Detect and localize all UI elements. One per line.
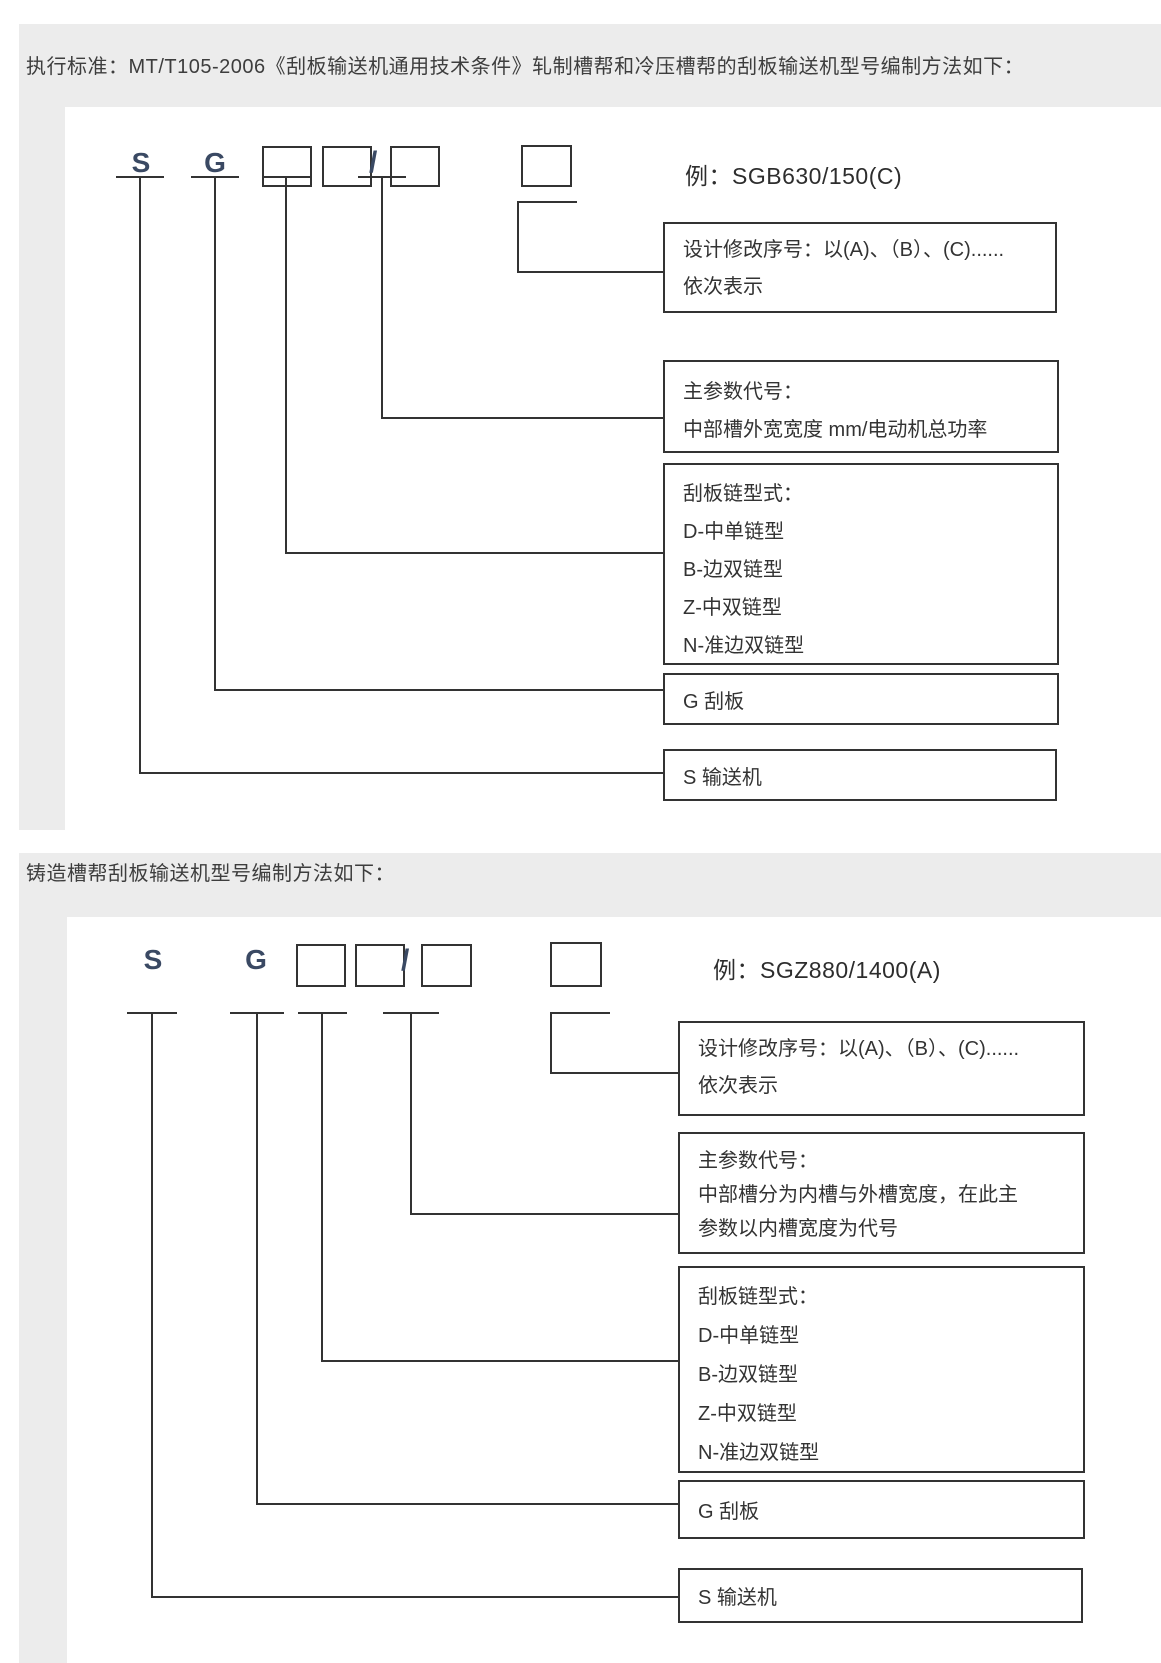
code-box-power — [421, 944, 472, 987]
note-line: 主参数代号： — [683, 381, 803, 403]
code-box-width — [355, 944, 405, 987]
note-line: G 刮板 — [683, 690, 745, 713]
connector-param-horizontal — [410, 1213, 678, 1215]
param-note-box: 主参数代号： 中部槽外宽宽度 mm/电动机总功率 — [663, 360, 1059, 453]
code-box-chain-type — [296, 944, 346, 987]
connector-conveyor-horizontal — [139, 772, 663, 774]
code-box-chain-type — [262, 146, 312, 187]
section-2-heading: 铸造槽帮刮板输送机型号编制方法如下： — [26, 863, 395, 885]
connector-param-vertical — [410, 1012, 412, 1215]
connector-chain-horizontal — [285, 552, 663, 554]
connector-chain-vertical — [321, 1012, 323, 1362]
connector-conveyor-horizontal — [151, 1596, 678, 1598]
note-line: 设计修改序号：以(A)、（B）、(C)...... — [698, 1038, 1020, 1060]
tick-bar-revision — [517, 201, 577, 203]
chain-type-note-box: 刮板链型式： D-中单链型 B-边双链型 Z-中双链型 N-准边双链型 — [663, 463, 1059, 665]
conveyor-note-box: S 输送机 — [663, 749, 1057, 801]
code-letter-g: G — [245, 944, 267, 975]
note-line: 中部槽外宽宽度 mm/电动机总功率 — [683, 419, 988, 441]
connector-scraper-horizontal — [214, 689, 663, 691]
note-line: N-准边双链型 — [683, 635, 805, 657]
connector-scraper-vertical — [256, 1012, 258, 1505]
code-box-width — [322, 146, 372, 187]
connector-scraper-horizontal — [256, 1503, 678, 1505]
slash-separator: / — [369, 146, 378, 179]
note-line: Z-中双链型 — [698, 1403, 797, 1425]
connector-revision-horizontal — [550, 1072, 678, 1074]
connector-scraper-vertical — [214, 176, 216, 691]
code-letter-s: S — [131, 147, 151, 178]
note-line: D-中单链型 — [683, 521, 785, 543]
note-line: B-边双链型 — [698, 1364, 798, 1386]
code-letter-g: G — [204, 147, 226, 178]
connector-chain-vertical — [285, 176, 287, 554]
scraper-note-box: G 刮板 — [663, 673, 1059, 725]
slash-separator: / — [401, 944, 410, 977]
note-line: 依次表示 — [698, 1075, 778, 1097]
code-box-revision — [550, 942, 602, 987]
conveyor-note-box: S 输送机 — [678, 1568, 1083, 1623]
revision-note-box: 设计修改序号：以(A)、（B）、(C)...... 依次表示 — [663, 222, 1057, 313]
note-line: 中部槽分为内槽与外槽宽度，在此主 — [698, 1184, 1018, 1206]
note-line: 刮板链型式： — [698, 1286, 818, 1308]
tick-bar-revision — [550, 1012, 610, 1014]
connector-conveyor-vertical — [139, 176, 141, 774]
example-label: 例：SGB630/150(C) — [685, 163, 903, 189]
revision-note-box: 设计修改序号：以(A)、（B）、(C)...... 依次表示 — [678, 1021, 1085, 1116]
section-1-heading: 执行标准：MT/T105-2006《刮板输送机通用技术条件》轧制槽帮和冷压槽帮的… — [26, 56, 1025, 78]
connector-revision-vertical — [517, 201, 519, 273]
note-line: B-边双链型 — [683, 559, 783, 581]
connector-revision-vertical — [550, 1012, 552, 1074]
note-line: Z-中双链型 — [683, 597, 782, 619]
code-box-revision — [521, 145, 572, 187]
note-line: 参数以内槽宽度为代号 — [698, 1218, 898, 1240]
connector-conveyor-vertical — [151, 1012, 153, 1598]
note-line: 主参数代号： — [698, 1150, 818, 1172]
note-line: 刮板链型式： — [683, 483, 803, 505]
chain-type-note-box: 刮板链型式： D-中单链型 B-边双链型 Z-中双链型 N-准边双链型 — [678, 1266, 1085, 1473]
connector-param-horizontal — [381, 417, 663, 419]
note-line: 依次表示 — [683, 276, 763, 298]
code-letter-s: S — [143, 944, 163, 975]
example-label: 例：SGZ880/1400(A) — [713, 957, 941, 983]
connector-param-vertical — [381, 176, 383, 419]
note-line: S 输送机 — [698, 1587, 777, 1609]
param-note-box: 主参数代号： 中部槽分为内槽与外槽宽度，在此主 参数以内槽宽度为代号 — [678, 1132, 1085, 1254]
note-line: D-中单链型 — [698, 1325, 800, 1347]
note-line: S 输送机 — [683, 766, 762, 789]
connector-chain-horizontal — [321, 1360, 678, 1362]
connector-revision-horizontal — [517, 271, 663, 273]
note-line: 设计修改序号：以(A)、（B）、(C)...... — [683, 239, 1005, 261]
code-box-power — [390, 146, 440, 187]
scraper-note-box: G 刮板 — [678, 1480, 1085, 1539]
note-line: N-准边双链型 — [698, 1442, 820, 1464]
note-line: G 刮板 — [698, 1501, 760, 1523]
